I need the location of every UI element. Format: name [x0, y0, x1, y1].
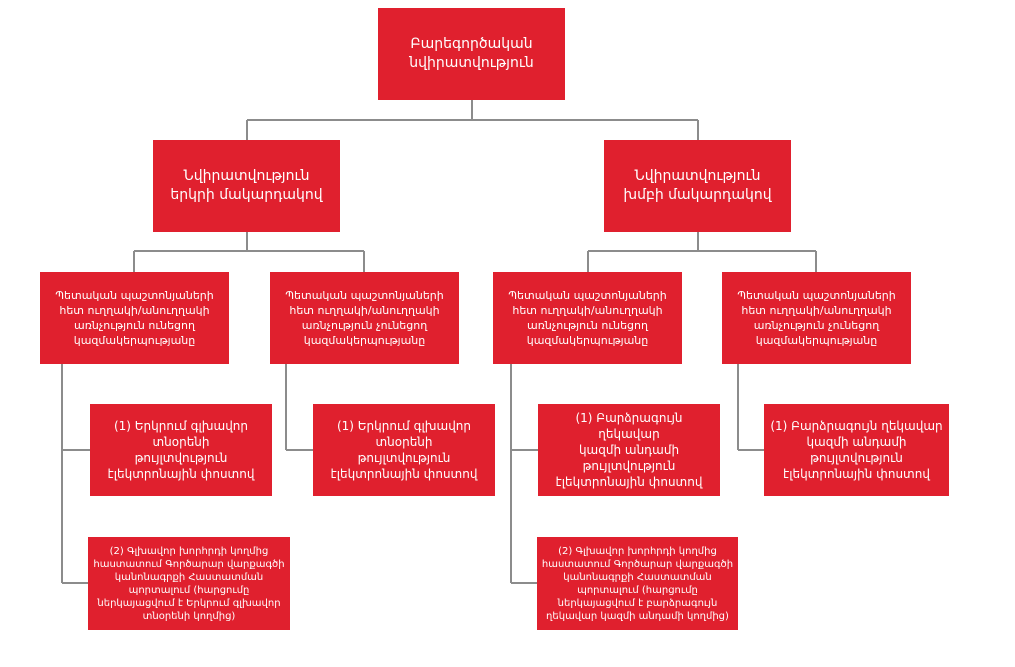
country-related-org-label: Պետական պաշտոնյաների հետ ուղղակի/անուղղա… — [55, 289, 214, 347]
group-related-org-label: Պետական պաշտոնյաների հետ ուղղակի/անուղղա… — [508, 289, 667, 347]
group-related-step2-label: (2) Գլխավոր խորհրդի կողմից հաստատում Գոր… — [541, 545, 734, 622]
country-related-step2-node: (2) Գլխավոր խորհրդի կողմից հաստատում Գոր… — [88, 537, 290, 630]
country-related-org-node: Պետական պաշտոնյաների հետ ուղղակի/անուղղա… — [40, 272, 229, 364]
country-related-step2-label: (2) Գլխավոր խորհրդի կողմից հաստատում Գոր… — [93, 545, 285, 622]
country-unrelated-step1-node: (1) Երկրում գլխավոր տնօրենի թույլտվությո… — [313, 404, 495, 496]
group-related-step1-label: (1) Բարձրագույն ղեկավար կազմի անդամի թու… — [555, 411, 703, 489]
group-related-step2-node: (2) Գլխավոր խորհրդի կողմից հաստատում Գոր… — [537, 537, 738, 630]
root-label: Բարեգործական նվիրատվություն — [409, 36, 534, 71]
group-related-step1-node: (1) Բարձրագույն ղեկավար կազմի անդամի թու… — [538, 404, 720, 496]
country-related-step1-label: (1) Երկրում գլխավոր տնօրենի թույլտվությո… — [107, 419, 255, 481]
root-node: Բարեգործական նվիրատվություն — [378, 8, 565, 100]
country-unrelated-org-label: Պետական պաշտոնյաների հետ ուղղակի/անուղղա… — [285, 289, 444, 347]
group-unrelated-org-label: Պետական պաշտոնյաների հետ ուղղակի/անուղղա… — [737, 289, 896, 347]
group-level-node: Նվիրատվություն խմբի մակարդակով — [604, 140, 791, 232]
group-unrelated-org-node: Պետական պաշտոնյաների հետ ուղղակի/անուղղա… — [722, 272, 911, 364]
group-unrelated-step1-label: (1) Բարձրագույն ղեկավար կազմի անդամի թու… — [770, 419, 943, 481]
country-level-node: Նվիրատվություն երկրի մակարդակով — [153, 140, 340, 232]
country-level-label: Նվիրատվություն երկրի մակարդակով — [170, 168, 323, 203]
group-unrelated-step1-node: (1) Բարձրագույն ղեկավար կազմի անդամի թու… — [764, 404, 949, 496]
group-related-org-node: Պետական պաշտոնյաների հետ ուղղակի/անուղղա… — [493, 272, 682, 364]
country-related-step1-node: (1) Երկրում գլխավոր տնօրենի թույլտվությո… — [90, 404, 272, 496]
country-unrelated-step1-label: (1) Երկրում գլխավոր տնօրենի թույլտվությո… — [330, 419, 478, 481]
country-unrelated-org-node: Պետական պաշտոնյաների հետ ուղղակի/անուղղա… — [270, 272, 459, 364]
group-level-label: Նվիրատվություն խմբի մակարդակով — [623, 168, 772, 203]
